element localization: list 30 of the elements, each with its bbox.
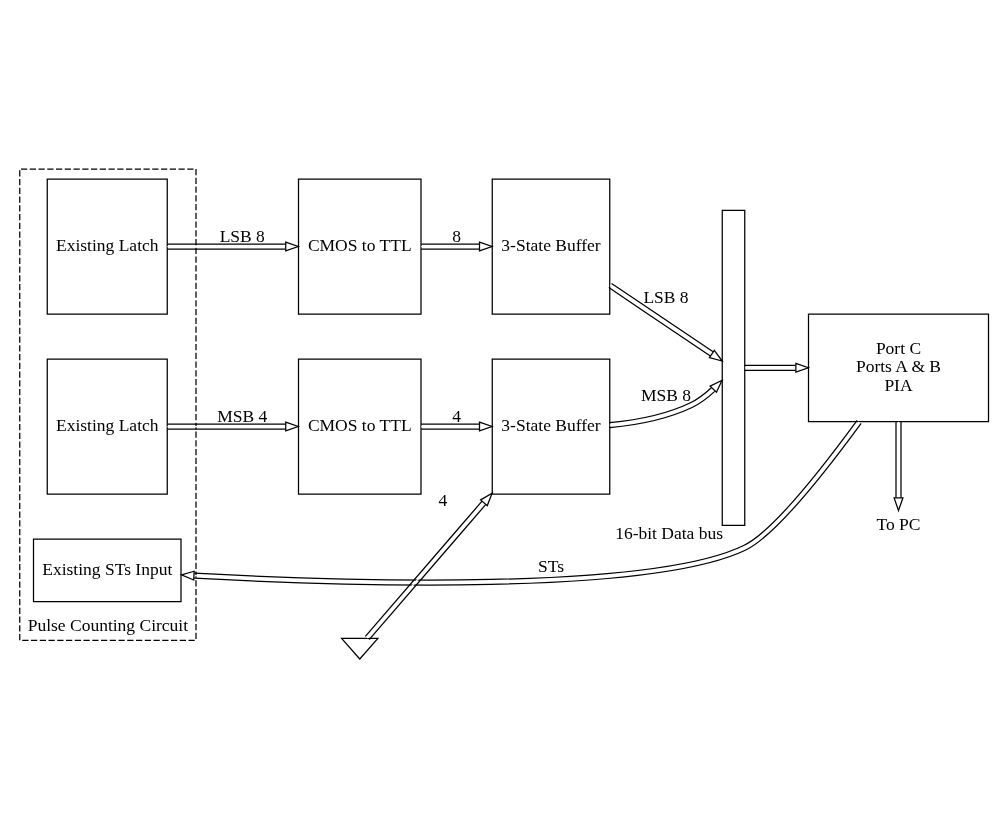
node-label: 16-bit Data bus (615, 523, 724, 544)
node-box: 3-State Buffer (491, 178, 611, 315)
node-box: Existing STs Input (32, 538, 182, 603)
edge-label: MSB 8 (640, 384, 692, 405)
arrow (893, 421, 904, 513)
arrow (608, 378, 724, 429)
edge-label: LSB 8 (643, 287, 689, 307)
edge-label: MSB 4 (217, 405, 268, 426)
arrow (608, 282, 724, 363)
edge-label: LSB 8 (219, 225, 265, 246)
node-box: CMOS to TTL (297, 358, 422, 495)
node-box: 3-State Buffer (491, 358, 611, 495)
arrow (420, 421, 494, 432)
node-box: CMOS to TTL (297, 178, 422, 315)
arrow (166, 421, 301, 432)
node-box: Existing Latch (46, 178, 168, 315)
edge-label: 4 (438, 489, 448, 510)
arrow (420, 241, 494, 252)
arrow (166, 241, 301, 252)
edge-label: 4 (452, 405, 461, 426)
arrow (179, 419, 862, 586)
node-text: To PC (876, 513, 921, 534)
edge-label: 8 (452, 225, 461, 246)
node-box: Existing Latch (46, 358, 168, 495)
node-box (721, 209, 746, 526)
node-box: Port C Ports A & B PIA (807, 313, 990, 423)
arrow (364, 491, 494, 641)
arrow (744, 362, 811, 373)
node-ground (340, 637, 380, 660)
edge-label: STs (537, 555, 565, 576)
